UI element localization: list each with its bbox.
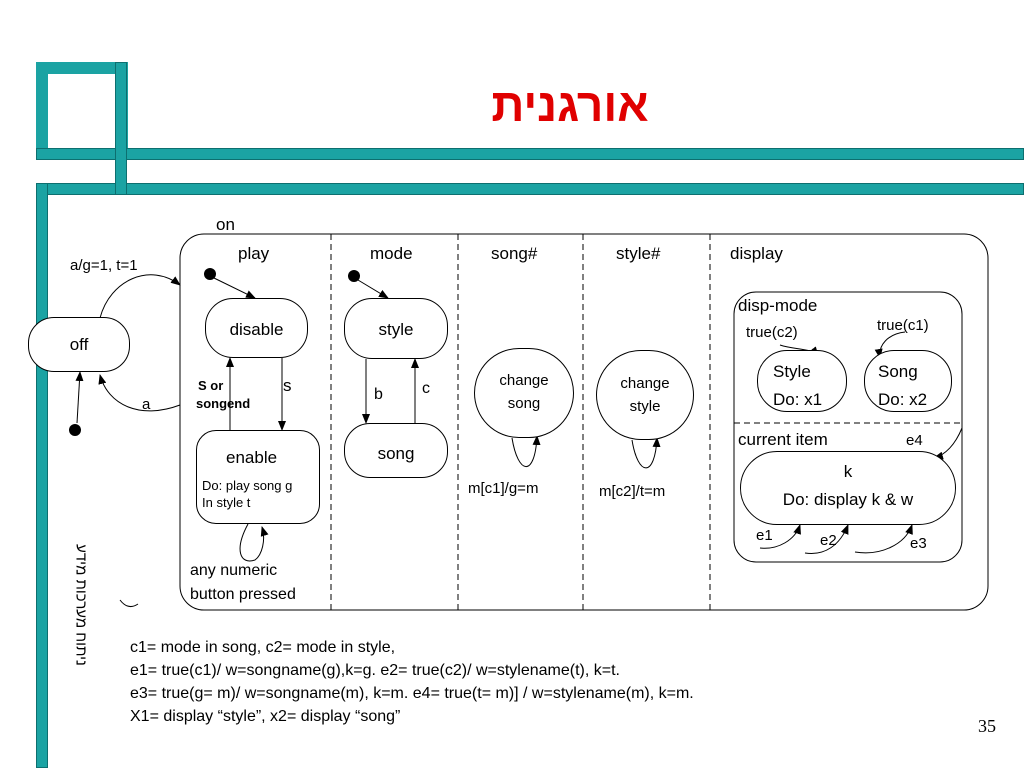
arrow-init-off: [75, 371, 84, 424]
arrow-e3: [854, 524, 913, 554]
k-action: Do: display k & w: [782, 490, 914, 509]
change-style-line-2: style: [629, 398, 661, 415]
k-label: k: [843, 462, 853, 481]
to-enable-label-2: songend: [196, 396, 251, 411]
initial-transition-label: a/g=1, t=1: [70, 257, 138, 274]
state-change-style: [596, 350, 694, 440]
definition-line: e3= true(g= m)/ w=songname(m), k=m. e4= …: [130, 685, 694, 702]
header-play: play: [238, 244, 270, 263]
enable-action-2: In style t: [202, 495, 251, 510]
state-style-display: [757, 350, 847, 412]
state-song: [344, 423, 448, 478]
song-display-line-1: Song: [878, 362, 918, 381]
to-song-label: b: [374, 386, 383, 403]
initial-dot-mode: [348, 270, 360, 282]
arrow-init-play: [213, 277, 256, 299]
disable-label: disable: [229, 320, 284, 339]
initial-dot-off: [69, 424, 81, 436]
true-c1-label: true(c1): [877, 317, 929, 334]
change-song-line-2: song: [507, 395, 541, 412]
state-disable: [205, 298, 308, 358]
style-display-line-1: Style: [773, 362, 811, 381]
e3-label: e3: [910, 535, 927, 552]
state-k: [740, 451, 956, 525]
page-number: 35: [978, 716, 996, 736]
off-label: off: [69, 335, 89, 354]
true-c2-label: true(c2): [746, 324, 798, 341]
definition-line: c1= mode in song, c2= mode in style,: [130, 639, 396, 656]
arrow-e2: [804, 524, 849, 554]
enable-action-1: Do: play song g: [202, 478, 293, 493]
change-style-line-1: change: [620, 375, 670, 392]
style-loop-label: m[c2]/t=m: [599, 483, 666, 500]
arrow-e1: [759, 524, 801, 549]
definition-line: X1= display “style”, x2= display “song”: [130, 708, 401, 725]
arrow-song-loop: [511, 435, 541, 468]
style-display-line-2: Do: x1: [773, 390, 823, 409]
e4-label: e4: [906, 432, 923, 449]
state-enable: [196, 430, 320, 524]
arrow-e4: [933, 427, 963, 460]
state-off: [28, 317, 130, 372]
style-label: style: [378, 320, 414, 339]
frame-inner-post: [115, 62, 127, 195]
arrow-init-mode: [357, 279, 389, 299]
song-loop-label: m[c1]/g=m: [468, 480, 539, 497]
to-disable-label: s: [283, 376, 292, 395]
slide-title: אורגנית: [491, 79, 649, 131]
state-change-song: [474, 348, 574, 438]
arrow-off-to-on: [99, 274, 181, 319]
header-mode: mode: [370, 244, 413, 263]
to-enable-label-1: S or: [198, 378, 224, 393]
brace-mark: [119, 599, 139, 608]
display-superstate: [733, 291, 963, 563]
state-style: [344, 298, 448, 359]
disp-mode-label: disp-mode: [738, 296, 818, 315]
self-loop-label-1: any numeric: [190, 562, 278, 579]
change-song-line-1: change: [499, 372, 549, 389]
enable-label: enable: [226, 448, 278, 467]
definitions-block: c1= mode in song, c2= mode in style, e1=…: [130, 636, 694, 728]
song-label: song: [377, 444, 415, 463]
self-loop-label-2: button pressed: [190, 586, 296, 603]
on-label: on: [216, 215, 235, 234]
header-style-no: style#: [616, 244, 661, 263]
arrow-on-to-off: [98, 374, 181, 412]
on-superstate: [179, 233, 989, 611]
header-display: display: [730, 244, 783, 263]
current-item-label: current item: [738, 430, 828, 449]
initial-dot-play: [204, 268, 216, 280]
arrow-style-loop: [631, 437, 661, 469]
return-transition-label: a: [142, 396, 151, 413]
e2-label: e2: [820, 532, 837, 549]
state-song-display: [864, 350, 952, 412]
definition-line: e1= true(c1)/ w=songname(g),k=g. e2= tru…: [130, 662, 620, 679]
to-style-label: c: [422, 380, 430, 397]
header-song-no: song#: [491, 244, 538, 263]
e1-label: e1: [756, 527, 773, 544]
song-display-line-2: Do: x2: [878, 390, 928, 409]
arrow-enable-self: [239, 523, 269, 562]
